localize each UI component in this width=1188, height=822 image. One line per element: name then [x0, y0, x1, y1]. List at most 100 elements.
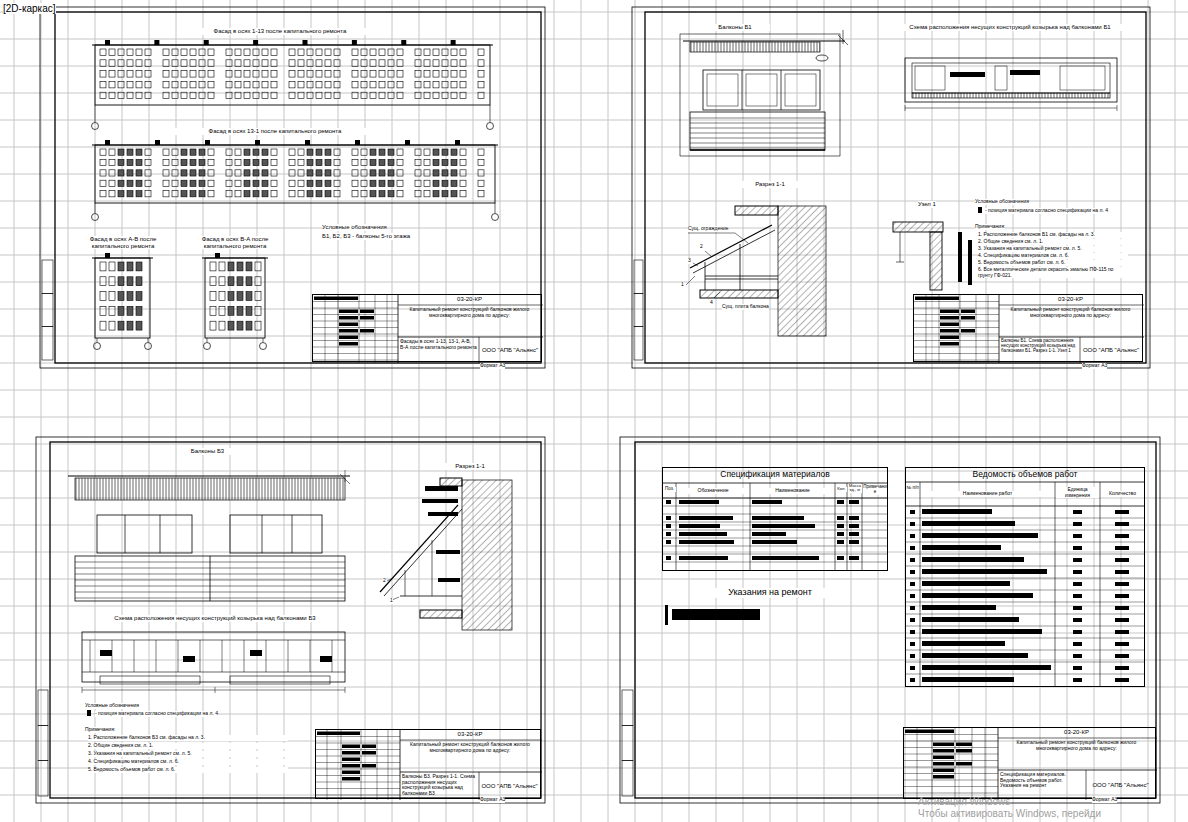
redaction-bar [1115, 642, 1129, 646]
window [352, 49, 358, 55]
window [210, 277, 216, 286]
drawing-line [939, 295, 940, 363]
window [253, 170, 259, 176]
drawing-line [690, 143, 825, 144]
drawing-label: Схема расположения несущих конструкций к… [895, 24, 1125, 31]
project-name: Капитальный ремонт конструкций балконов … [1000, 740, 1153, 751]
window [442, 71, 448, 77]
window [307, 81, 313, 87]
window [163, 81, 169, 87]
drawing-line [998, 770, 1157, 771]
window [307, 191, 313, 197]
window [235, 191, 241, 197]
window [316, 191, 322, 197]
window [442, 159, 448, 165]
drawing-line [976, 295, 977, 363]
drawing-line [313, 340, 398, 341]
redaction-bar [956, 749, 972, 753]
drawing-line [1080, 337, 1081, 363]
drawing-line [387, 578, 393, 581]
redaction-bar [666, 524, 671, 528]
grid-line [608, 0, 609, 822]
axis-marker [487, 123, 494, 130]
axis-marker [492, 214, 499, 221]
redaction-bar [253, 40, 258, 45]
axis-marker [260, 343, 267, 350]
drawing-line [215, 687, 216, 693]
redaction-bar [1115, 582, 1129, 586]
drawing-line [490, 105, 491, 122]
window [228, 277, 234, 286]
drawing-label: 6. Все металлические детали окрасить эма… [978, 267, 1128, 278]
balcony-b3 [68, 470, 512, 716]
sheet-frame [50, 442, 541, 798]
window [262, 149, 268, 155]
window [334, 71, 340, 77]
drawing-label: 3. Указания на капитальный ремонт см. л.… [88, 751, 288, 757]
window [255, 321, 261, 330]
grid-line [0, 444, 1188, 445]
table-header: Поз. [663, 487, 676, 492]
window [262, 60, 268, 66]
drawing-line [920, 482, 921, 687]
window [109, 306, 115, 315]
drawing-label: 2 [383, 578, 386, 584]
drawing-line [95, 203, 96, 213]
outline [735, 206, 778, 215]
window-frame [703, 70, 820, 110]
redaction-bar [1073, 666, 1082, 670]
window [298, 170, 304, 176]
grid-line [419, 0, 420, 822]
redaction-bar [910, 666, 915, 670]
grid-line [689, 0, 690, 822]
drawing-line [676, 483, 677, 571]
redaction-bar [915, 297, 959, 301]
window [190, 71, 196, 77]
table-title: Ведомость объемов работ [906, 470, 1144, 479]
drawing-line [999, 337, 1144, 338]
window [244, 81, 250, 87]
window [262, 180, 268, 186]
window [334, 81, 340, 87]
window [415, 159, 421, 165]
redaction-bar [666, 540, 671, 544]
redaction-bar [352, 40, 357, 45]
redaction-bar [342, 751, 360, 755]
tables [662, 482, 1145, 687]
drawing-label: Балконы Б3 [180, 448, 235, 455]
drawing-line [905, 566, 1145, 567]
redaction-bar [1115, 546, 1129, 550]
window [451, 92, 457, 98]
window [442, 81, 448, 87]
redaction-bar [910, 678, 915, 682]
outline [915, 66, 945, 90]
redaction-bar [968, 240, 972, 285]
drawing-line [288, 640, 289, 672]
window [145, 71, 151, 77]
window [172, 81, 178, 87]
drawing-line [313, 360, 398, 361]
window [190, 149, 196, 155]
window [262, 92, 268, 98]
window [271, 71, 277, 77]
drawing-line [662, 562, 888, 563]
window [246, 321, 252, 330]
redaction-bar [1115, 606, 1129, 610]
redaction-bar [933, 756, 954, 760]
window [127, 81, 133, 87]
window [235, 49, 241, 55]
window [307, 170, 313, 176]
window [226, 191, 232, 197]
redaction-bar [910, 534, 915, 538]
redaction-bar [922, 617, 1019, 622]
drawing-line [999, 305, 1144, 306]
window [244, 71, 250, 77]
grid-line [0, 39, 1188, 40]
window [379, 81, 385, 87]
window [334, 60, 340, 66]
redaction-bar [666, 532, 671, 536]
outline [440, 478, 462, 486]
window [210, 292, 216, 301]
window [208, 170, 214, 176]
window [190, 49, 196, 55]
